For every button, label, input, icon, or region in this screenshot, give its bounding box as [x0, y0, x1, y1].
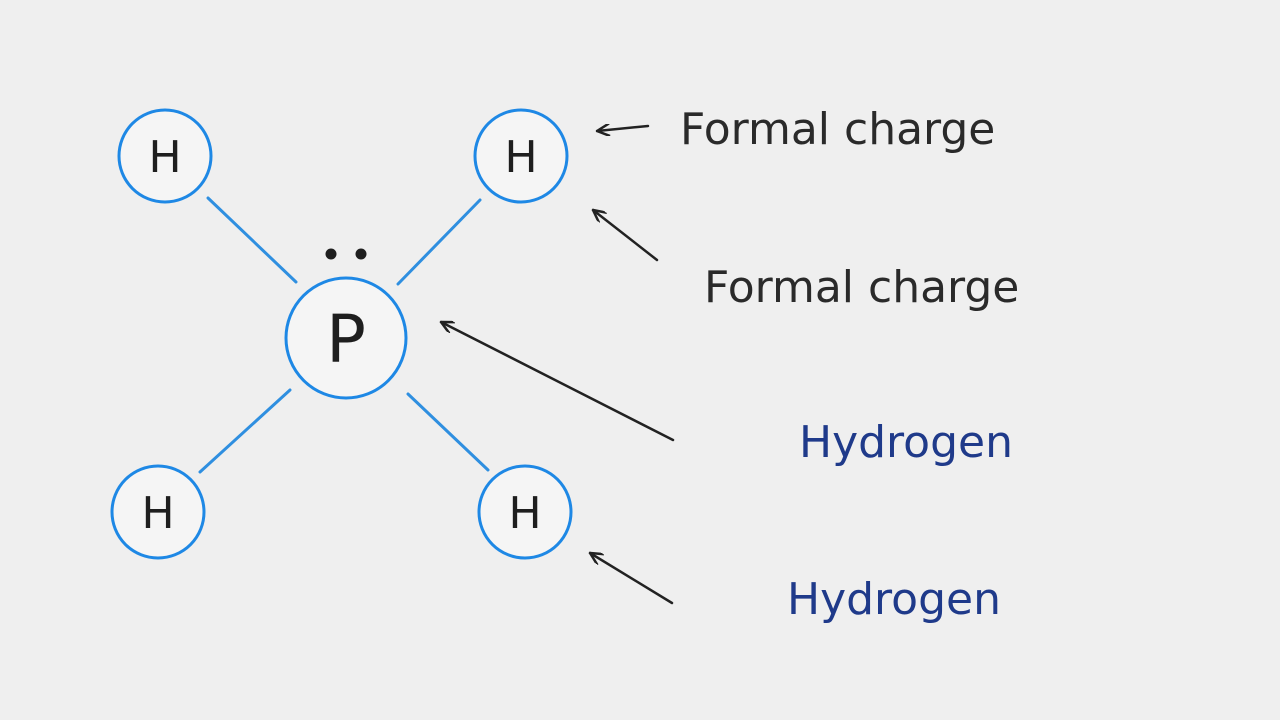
atom-symbol: H — [141, 488, 174, 539]
bond-top-left — [206, 196, 298, 284]
atom-symbol: H — [504, 132, 537, 183]
hydrogen-atom-top-left: H — [117, 108, 213, 204]
lone-pair-dots-icon — [325, 248, 367, 260]
arrow-hydrogen-2 — [588, 551, 674, 605]
arrow-formal-charge-2 — [591, 208, 659, 262]
bond-top-right — [396, 198, 482, 286]
bond-bottom-right — [406, 392, 490, 472]
phosphorus-atom: P — [284, 276, 408, 400]
hydrogen-atom-top-right: H — [473, 108, 569, 204]
atom-symbol: H — [508, 488, 541, 539]
arrow-formal-charge-1 — [595, 126, 650, 131]
callout-hydrogen-2: Hydrogen — [787, 574, 1001, 625]
atom-symbol: P — [326, 301, 366, 378]
callout-formal-charge-1: Formal charge — [680, 104, 996, 155]
hydrogen-atom-bottom-right: H — [477, 464, 573, 560]
atom-symbol: H — [148, 132, 181, 183]
callout-formal-charge-2: Formal charge — [704, 262, 1020, 313]
bond-bottom-left — [198, 388, 292, 474]
hydrogen-atom-bottom-left: H — [110, 464, 206, 560]
callout-hydrogen-1: Hydrogen — [799, 417, 1013, 468]
arrow-hydrogen-1 — [439, 320, 675, 442]
